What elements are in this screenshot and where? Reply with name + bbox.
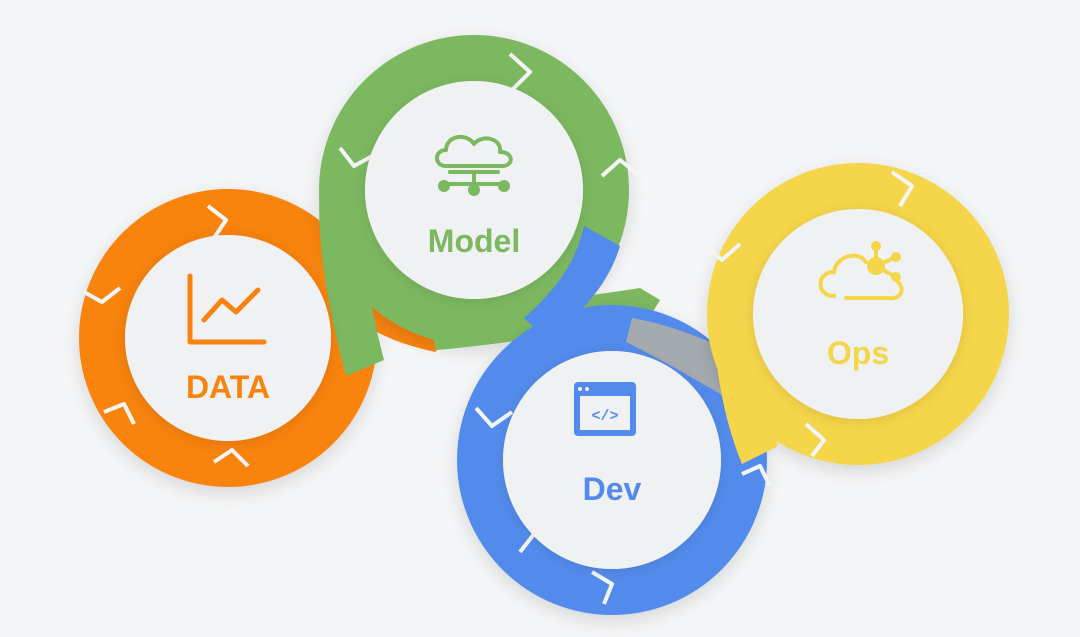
cloud-hub-icon (818, 241, 904, 301)
data-label: DATA (186, 369, 270, 405)
ops-label: Ops (827, 335, 889, 371)
dev-label: Dev (583, 471, 642, 507)
dev-disc (503, 351, 721, 569)
data-disc (125, 235, 331, 441)
ops-connector-tail (713, 262, 778, 464)
ops-disc (753, 209, 963, 419)
line-chart-icon (187, 273, 267, 345)
model-connector-left (319, 180, 384, 376)
ops-ring-arrow-notches (706, 170, 914, 458)
model-label: Model (428, 223, 520, 259)
code-window-icon: </> (574, 382, 636, 436)
data-ring-arrow-notches (83, 204, 250, 468)
dev-connector-tail (524, 226, 620, 340)
svg-text:</>: </> (591, 408, 618, 425)
model-ring-arrow-notches (338, 52, 642, 178)
cloud-network-icon (435, 134, 513, 196)
